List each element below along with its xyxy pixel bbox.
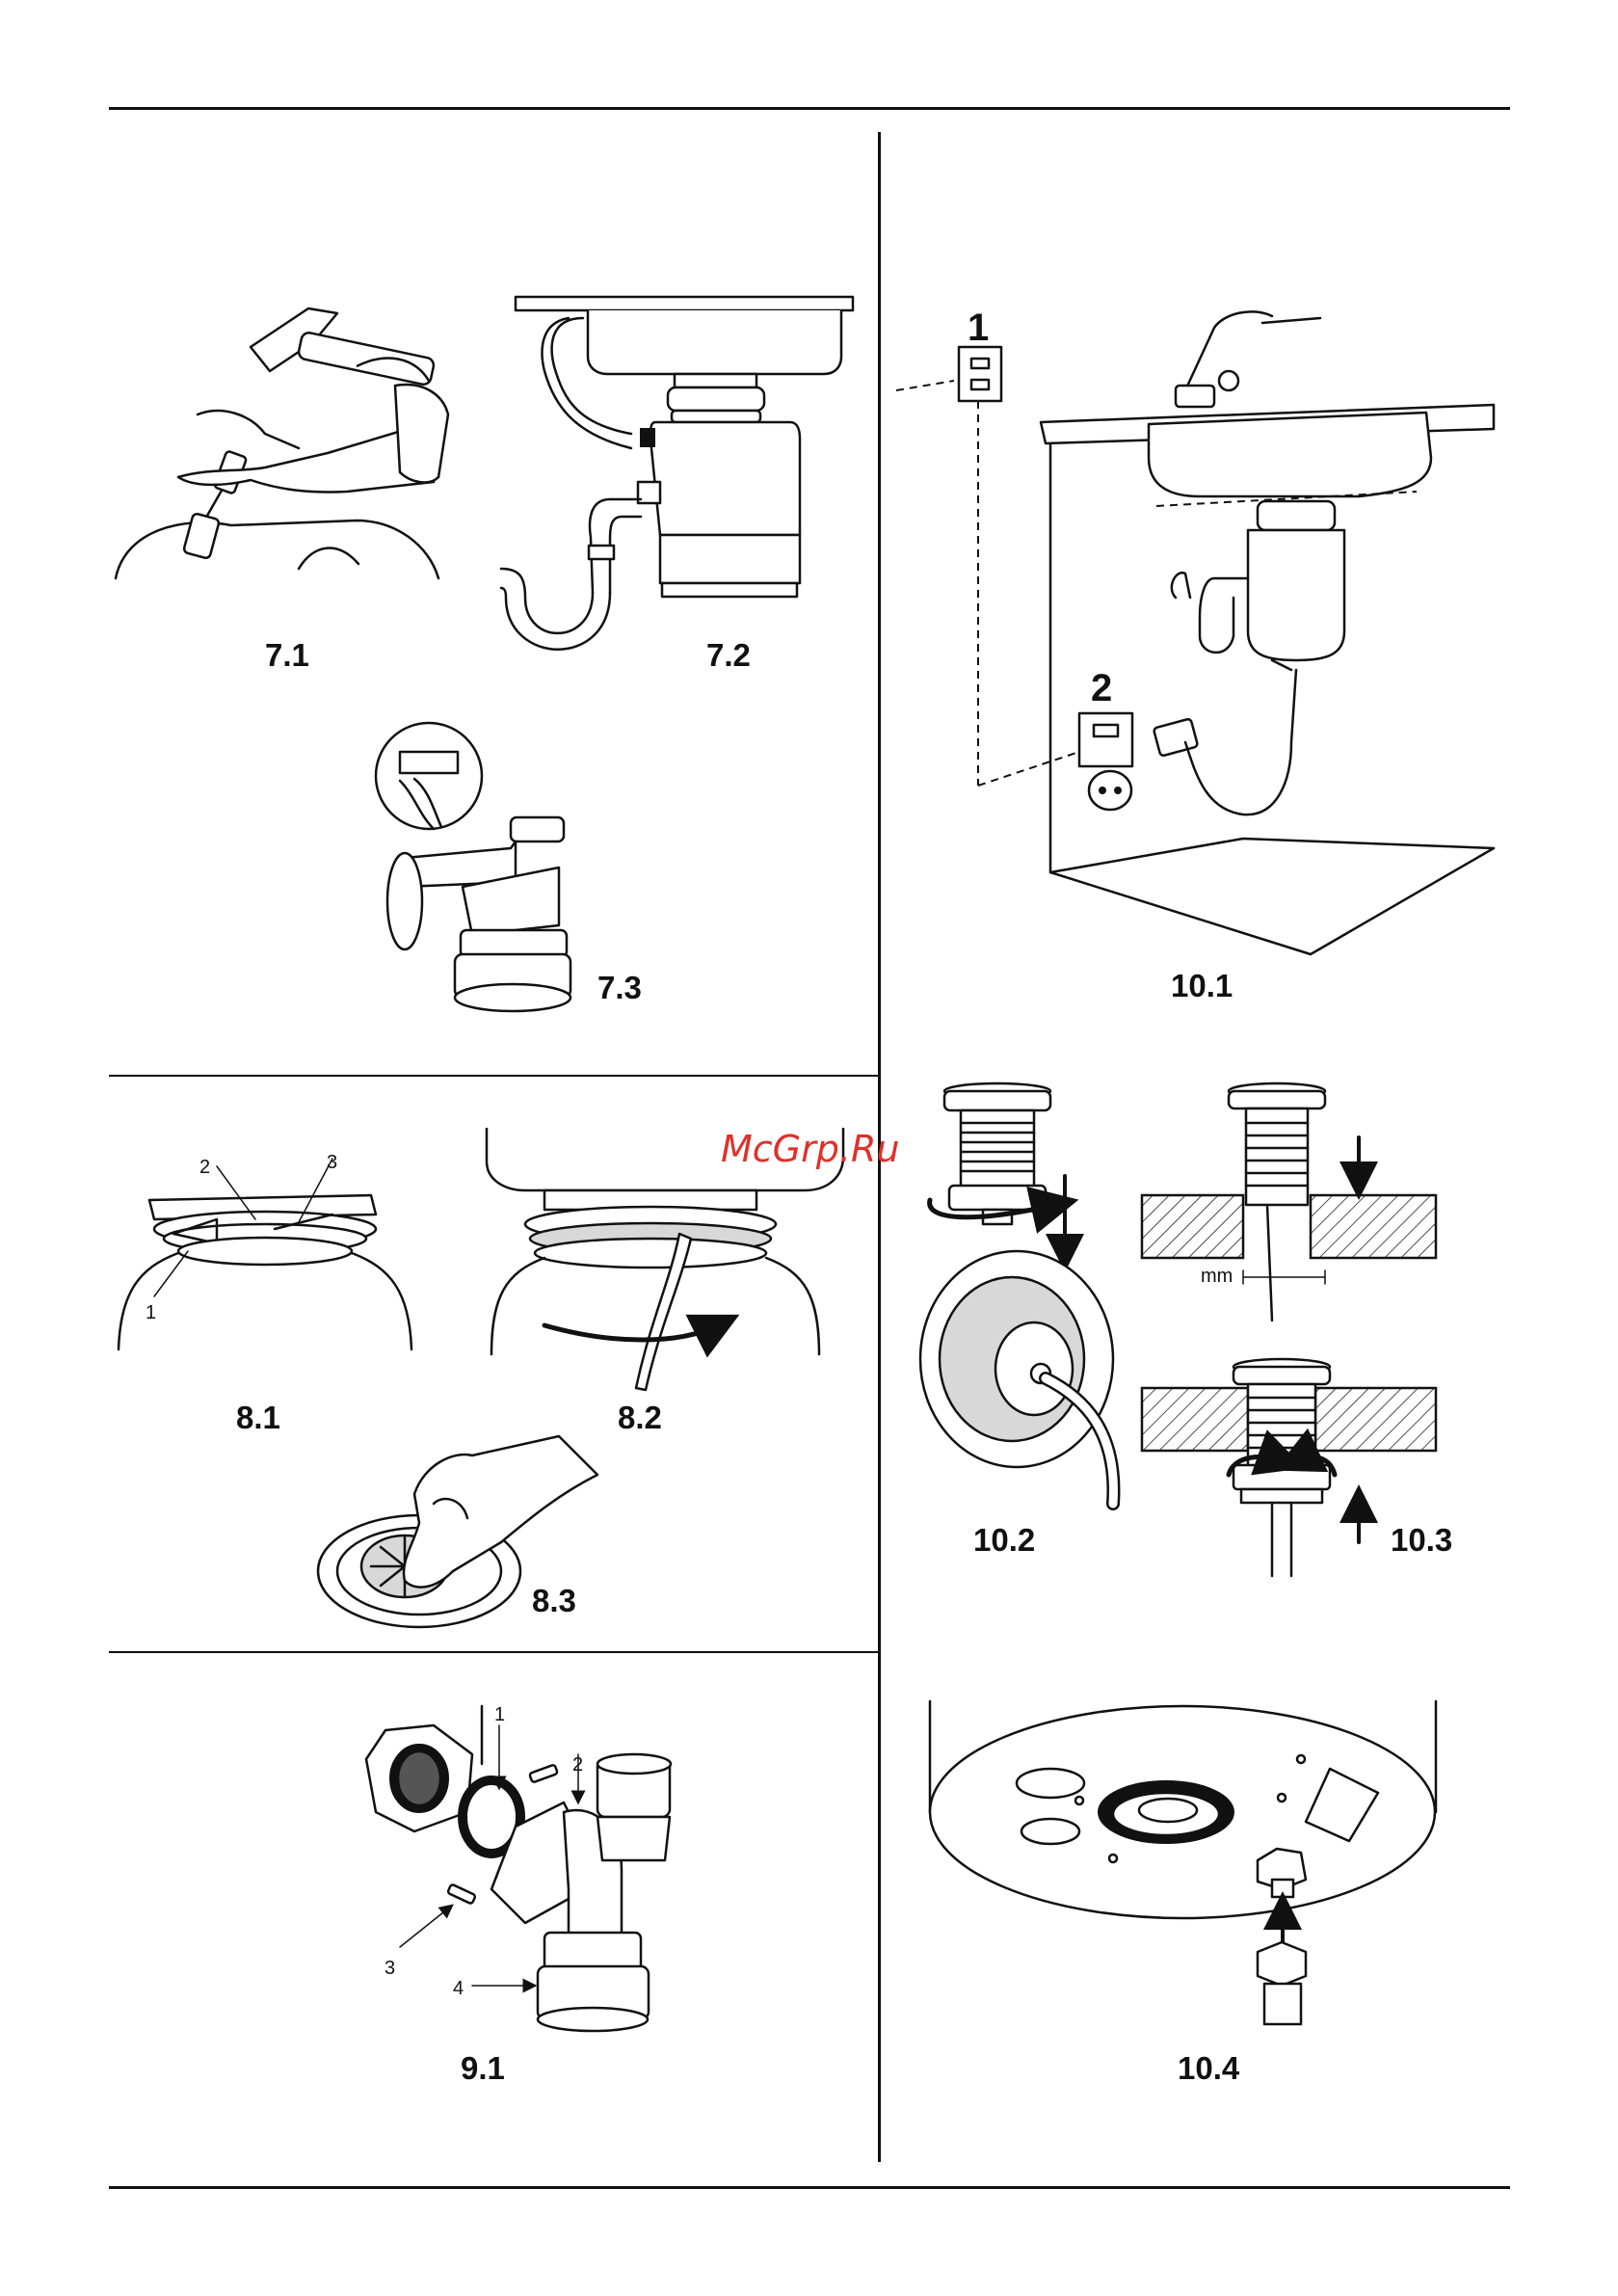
figure-label-8-3: 8.3: [532, 1583, 576, 1619]
callout-9-1-item-3: 3: [385, 1958, 395, 1980]
figure-label-8-1: 8.1: [236, 1400, 280, 1436]
left-divider-1: [109, 1075, 878, 1077]
illustration-8-1: [111, 1137, 419, 1359]
figure-label-10-1: 10.1: [1171, 968, 1233, 1004]
callout-9-1-item-2: 2: [572, 1754, 583, 1776]
callout-9-1-item-1: 1: [494, 1704, 505, 1726]
figure-label-10-3: 10.3: [1391, 1522, 1452, 1559]
figure-label-7-1: 7.1: [265, 637, 309, 674]
dimension-unit-mm: mm: [1201, 1266, 1233, 1288]
illustration-7-2: [496, 289, 862, 713]
callout-9-1-item-4: 4: [453, 1978, 464, 2000]
figure-label-9-1: 9.1: [461, 2050, 505, 2087]
top-rule: [109, 107, 1510, 110]
illustration-7-3: [366, 723, 597, 1022]
illustration-10-3: [1137, 1080, 1446, 1581]
watermark: McGrp.Ru: [721, 1128, 899, 1170]
step-number-2: 2: [1091, 667, 1112, 710]
illustration-10-2: [920, 1080, 1161, 1533]
illustration-10-1: [896, 289, 1494, 964]
illustration-10-4: [925, 1696, 1446, 2024]
figure-label-7-3: 7.3: [597, 970, 642, 1006]
figure-label-7-2: 7.2: [706, 637, 751, 674]
figure-label-10-2: 10.2: [973, 1522, 1035, 1559]
callout-8-1-item-1: 1: [146, 1302, 156, 1324]
illustration-8-2: [487, 1128, 853, 1417]
figure-label-10-4: 10.4: [1178, 2050, 1239, 2087]
illustration-9-1: [357, 1706, 742, 2063]
figure-label-8-2: 8.2: [618, 1400, 662, 1436]
step-number-1: 1: [968, 307, 989, 350]
bottom-rule: [109, 2186, 1510, 2189]
illustration-7-1: [106, 289, 463, 598]
callout-8-1-item-2: 2: [199, 1157, 210, 1179]
left-divider-2: [109, 1651, 878, 1653]
callout-8-1-item-3: 3: [327, 1152, 337, 1174]
